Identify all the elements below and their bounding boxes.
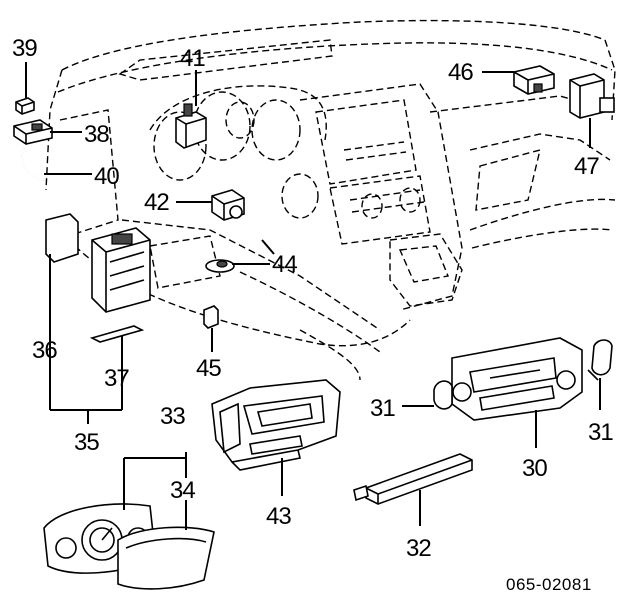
callout-31-right: 31 xyxy=(588,419,613,446)
part-47-switch xyxy=(569,73,615,119)
callout-47: 47 xyxy=(574,153,599,180)
part-31-knob-right xyxy=(587,339,613,381)
part-45-plug xyxy=(203,305,219,329)
callout-35: 35 xyxy=(74,429,99,456)
part-40-wire-harness xyxy=(21,147,45,181)
callout-43: 43 xyxy=(266,503,291,530)
part-37-cover xyxy=(89,325,145,343)
callout-30: 30 xyxy=(522,455,547,482)
callout-37: 37 xyxy=(104,365,129,392)
callout-33: 33 xyxy=(160,403,185,430)
part-30-control-panel xyxy=(451,337,583,421)
callout-39: 39 xyxy=(12,35,37,62)
part-41-switch xyxy=(175,103,207,149)
callout-44: 44 xyxy=(272,251,297,278)
callout-41: 41 xyxy=(180,45,205,72)
part-42-sensor xyxy=(211,189,245,221)
callout-46: 46 xyxy=(448,59,473,86)
part-36-junction-block xyxy=(45,213,151,313)
part-44-clip xyxy=(205,259,235,273)
callout-40: 40 xyxy=(94,163,119,190)
drawing-code: 065-02081 xyxy=(506,575,592,594)
callout-45: 45 xyxy=(196,355,221,382)
part-34-meter-lens xyxy=(117,526,215,590)
part-38-connector xyxy=(13,119,53,145)
callout-42: 42 xyxy=(144,189,169,216)
part-39-clip xyxy=(15,97,35,115)
callout-labels: 39 38 40 41 42 44 45 46 47 36 37 35 33 3… xyxy=(12,35,614,594)
callout-38: 38 xyxy=(84,121,109,148)
part-31-knob-left xyxy=(433,380,453,410)
callout-34: 34 xyxy=(170,477,195,504)
callout-32: 32 xyxy=(406,535,431,562)
part-43-cluster-panel xyxy=(211,379,341,471)
part-46-relay xyxy=(513,65,555,95)
dashboard-outline xyxy=(45,19,616,381)
part-32-trim-strip xyxy=(353,453,473,505)
callout-36: 36 xyxy=(32,337,57,364)
leader-lines xyxy=(25,62,601,530)
callout-31-left: 31 xyxy=(370,395,395,422)
